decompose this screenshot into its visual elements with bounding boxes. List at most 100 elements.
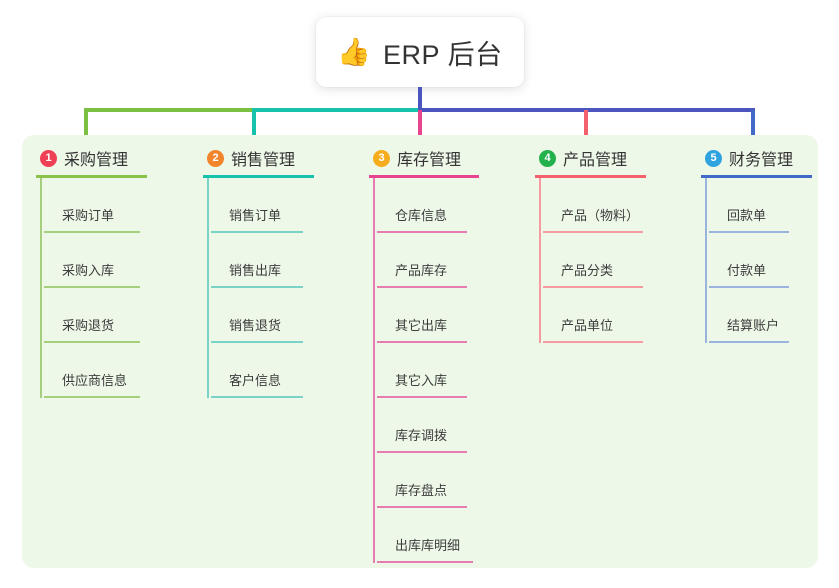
branch-item-underline xyxy=(377,506,467,508)
branch-item-underline xyxy=(44,231,140,233)
branch-underline xyxy=(369,175,479,178)
branch-item-label: 采购订单 xyxy=(62,208,115,223)
branch-item-label: 销售退货 xyxy=(229,318,282,333)
branch-item[interactable]: 产品单位 xyxy=(539,288,695,343)
branch-item-underline xyxy=(709,341,789,343)
branch-item-label: 回款单 xyxy=(727,208,767,223)
branch-item-underline xyxy=(377,396,467,398)
branch-item[interactable]: 产品库存 xyxy=(373,233,529,288)
branch-item-label: 其它入库 xyxy=(395,373,448,388)
branch-column-4: 4 产品管理产品（物料） 产品分类产品单位 xyxy=(535,145,695,343)
connector-drop-1 xyxy=(84,110,88,138)
branch-item[interactable]: 产品分类 xyxy=(539,233,695,288)
branch-underline xyxy=(701,175,812,178)
branch-item-underline xyxy=(377,451,467,453)
branch-title: 财务管理 xyxy=(729,152,794,169)
branch-items: 回款单付款单结算账户 xyxy=(701,178,839,343)
branch-item[interactable]: 库存调拨 xyxy=(373,398,529,453)
branch-item[interactable]: 销售出库 xyxy=(207,233,363,288)
branch-item[interactable]: 供应商信息 xyxy=(40,343,196,398)
branch-underline xyxy=(36,175,147,178)
connector-drop-5 xyxy=(751,110,755,138)
branch-item[interactable]: 销售退货 xyxy=(207,288,363,343)
branch-item[interactable]: 仓库信息 xyxy=(373,178,529,233)
branch-underline xyxy=(203,175,314,178)
branch-item-label: 产品（物料） xyxy=(561,208,640,223)
root-title: ERP 后台 xyxy=(383,39,503,70)
branch-item-label: 销售订单 xyxy=(229,208,282,223)
branch-header-2[interactable]: 2 销售管理 xyxy=(203,145,363,171)
root-node[interactable]: 👍 ERP 后台 xyxy=(316,17,524,87)
branch-items: 产品（物料） 产品分类产品单位 xyxy=(535,178,695,343)
branch-item[interactable]: 回款单 xyxy=(705,178,839,233)
branch-item-underline xyxy=(543,286,643,288)
branch-item-label: 库存盘点 xyxy=(395,483,448,498)
branch-item-label: 结算账户 xyxy=(727,318,780,333)
branch-item-label: 采购入库 xyxy=(62,263,115,278)
branch-column-3: 3 库存管理仓库信息产品库存其它出库其它入库库存调拨库存盘点出库库明细 xyxy=(369,145,529,563)
branch-item-label: 产品单位 xyxy=(561,318,614,333)
root-connector-vertical xyxy=(418,87,422,111)
branch-item-underline xyxy=(377,561,473,563)
branch-item-label: 库存调拨 xyxy=(395,428,448,443)
branch-spine xyxy=(705,178,707,343)
branch-badge-icon: 2 xyxy=(207,149,224,167)
branch-item-label: 其它出库 xyxy=(395,318,448,333)
connector-drop-2 xyxy=(252,110,256,138)
branch-item-underline xyxy=(709,286,789,288)
branch-spine xyxy=(539,178,541,343)
branch-item-underline xyxy=(377,286,467,288)
branch-item[interactable]: 结算账户 xyxy=(705,288,839,343)
branch-item-underline xyxy=(211,396,303,398)
branch-item[interactable]: 出库库明细 xyxy=(373,508,529,563)
branch-title: 产品管理 xyxy=(563,152,628,169)
branch-header-4[interactable]: 4 产品管理 xyxy=(535,145,695,171)
connector-horizontal-segment-2 xyxy=(252,108,420,112)
branch-item-underline xyxy=(211,341,303,343)
branch-item[interactable]: 采购入库 xyxy=(40,233,196,288)
branch-title: 采购管理 xyxy=(64,152,129,169)
branch-item-label: 出库库明细 xyxy=(395,538,461,553)
branch-item-label: 产品库存 xyxy=(395,263,448,278)
branch-item-underline xyxy=(44,396,140,398)
branch-item[interactable]: 库存盘点 xyxy=(373,453,529,508)
branch-title: 库存管理 xyxy=(397,152,462,169)
branch-item-label: 销售出库 xyxy=(229,263,282,278)
connector-drop-3 xyxy=(418,110,422,138)
branch-badge-icon: 4 xyxy=(539,149,556,167)
branch-spine xyxy=(40,178,42,398)
branch-item-label: 采购退货 xyxy=(62,318,115,333)
connector-drop-4 xyxy=(584,110,588,138)
branch-item[interactable]: 销售订单 xyxy=(207,178,363,233)
branch-item-label: 付款单 xyxy=(727,263,767,278)
branch-items: 销售订单销售出库销售退货客户信息 xyxy=(203,178,363,398)
branch-item-underline xyxy=(211,286,303,288)
branch-item-underline xyxy=(211,231,303,233)
branch-item-underline xyxy=(377,341,467,343)
branch-header-3[interactable]: 3 库存管理 xyxy=(369,145,529,171)
branch-item[interactable]: 其它出库 xyxy=(373,288,529,343)
branch-spine xyxy=(373,178,375,563)
branch-spine xyxy=(207,178,209,398)
connector-horizontal-segment-1 xyxy=(84,108,254,112)
branch-badge-icon: 3 xyxy=(373,149,390,167)
branch-item[interactable]: 采购退货 xyxy=(40,288,196,343)
branch-item-underline xyxy=(543,231,643,233)
branch-item-label: 客户信息 xyxy=(229,373,282,388)
branch-item-underline xyxy=(709,231,789,233)
branch-item[interactable]: 其它入库 xyxy=(373,343,529,398)
branch-item[interactable]: 产品（物料） xyxy=(539,178,695,233)
branch-item-underline xyxy=(543,341,643,343)
branch-column-2: 2 销售管理销售订单销售出库销售退货客户信息 xyxy=(203,145,363,398)
branch-items: 仓库信息产品库存其它出库其它入库库存调拨库存盘点出库库明细 xyxy=(369,178,529,563)
branch-item[interactable]: 付款单 xyxy=(705,233,839,288)
branch-item[interactable]: 客户信息 xyxy=(207,343,363,398)
branch-title: 销售管理 xyxy=(231,152,296,169)
branch-item[interactable]: 采购订单 xyxy=(40,178,196,233)
branch-item-label: 仓库信息 xyxy=(395,208,448,223)
